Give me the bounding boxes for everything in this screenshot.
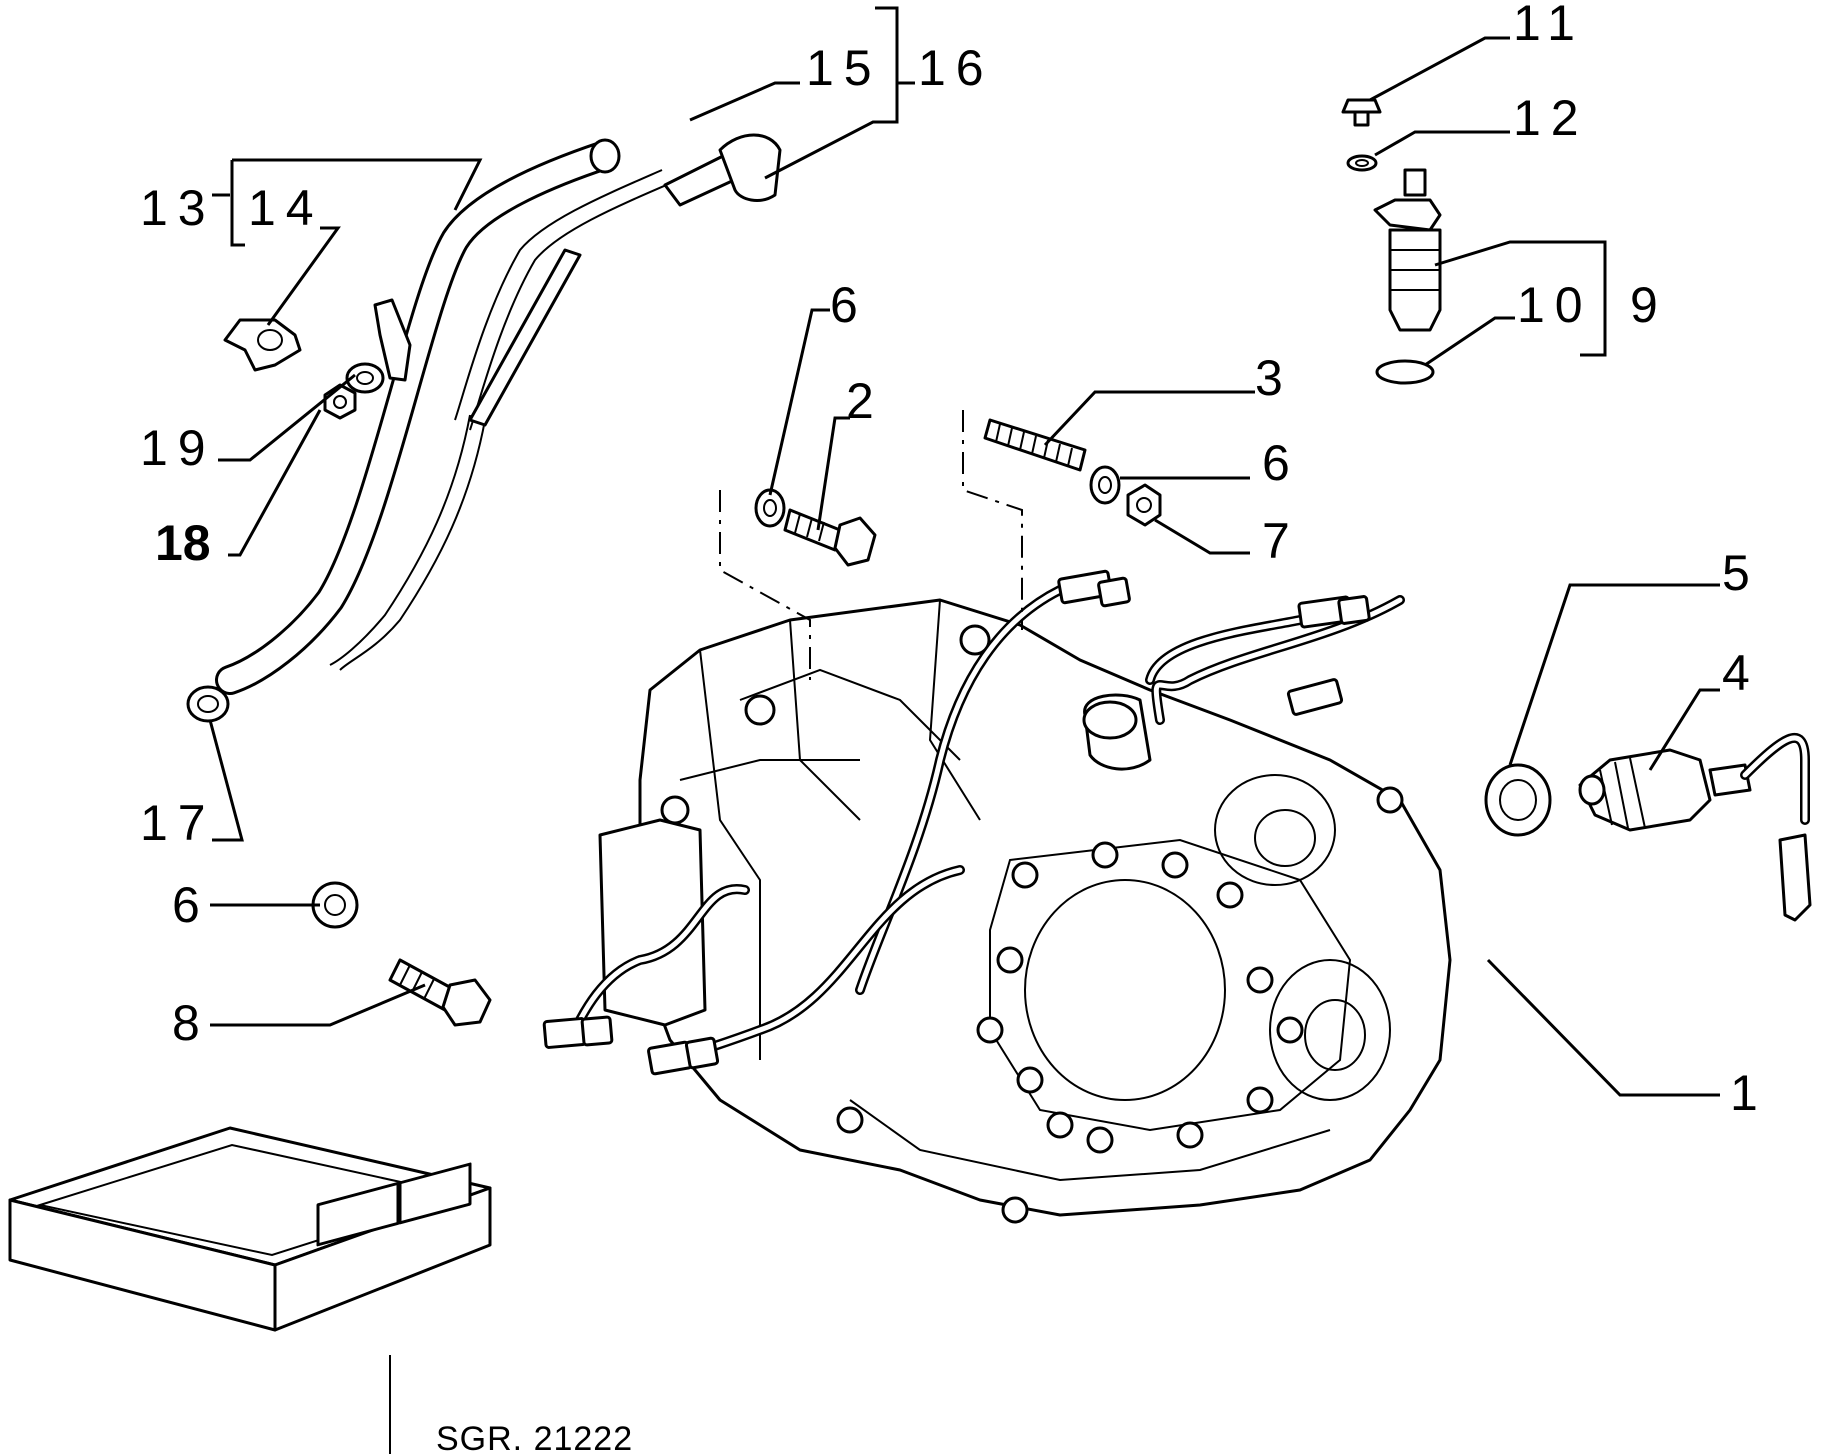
- callout-1: 1: [1730, 1065, 1768, 1121]
- callout-labels: 1 2 3 4 5 6 6 6 7 8 9 10 11 12 13 14 15 …: [140, 0, 1768, 1454]
- callout-2: 2: [846, 373, 884, 429]
- callout-12: 12: [1513, 90, 1589, 146]
- seal-and-switch: [1484, 733, 1812, 922]
- callout-10: 10: [1517, 277, 1593, 333]
- callout-7: 7: [1262, 513, 1300, 569]
- bolt-washer-top: [719, 488, 877, 680]
- callout-17: 17: [140, 795, 216, 851]
- callout-18: 18: [155, 515, 211, 571]
- callout-15: 15: [806, 40, 882, 96]
- speed-sensor-assembly: [1341, 98, 1442, 385]
- callout-9: 9: [1630, 277, 1668, 333]
- callout-19: 19: [140, 420, 216, 476]
- electronic-control-unit: [8, 1126, 492, 1454]
- callout-8: 8: [172, 995, 210, 1051]
- drawing-reference: SGR. 21222: [436, 1420, 633, 1454]
- callout-3: 3: [1255, 350, 1293, 406]
- callout-11: 11: [1513, 0, 1585, 51]
- callout-4: 4: [1722, 645, 1760, 701]
- leader-lines: [208, 6, 1720, 1097]
- callout-16: 16: [918, 40, 994, 96]
- callout-6-left: 6: [172, 877, 210, 933]
- clip-and-fasteners: [223, 298, 412, 420]
- callout-6-right: 6: [1262, 435, 1300, 491]
- filler-tube-and-dipstick: [186, 133, 782, 723]
- callout-14: 14: [248, 180, 324, 236]
- callout-6-top: 6: [830, 277, 868, 333]
- stud-washer-nut: [962, 410, 1162, 630]
- bolt-washer-bottom: [311, 881, 492, 1027]
- callout-13: 13: [140, 180, 216, 236]
- gearbox-housing: [542, 569, 1452, 1224]
- callout-5: 5: [1722, 545, 1760, 601]
